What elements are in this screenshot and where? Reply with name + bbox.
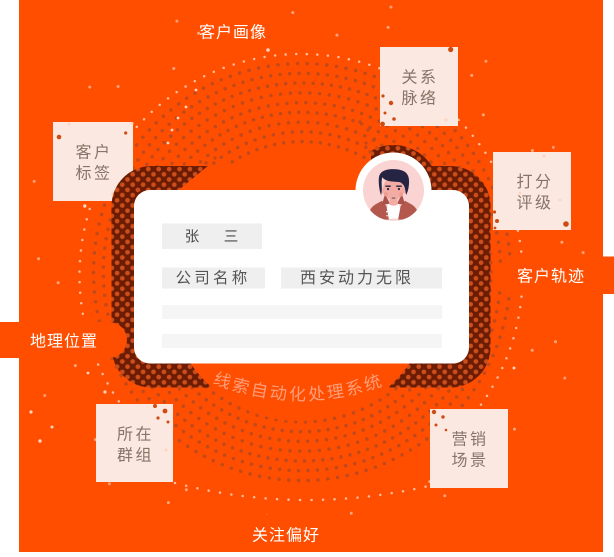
svg-text:标签: 标签 xyxy=(75,165,112,183)
svg-text:客户: 客户 xyxy=(75,144,112,162)
svg-text:评级: 评级 xyxy=(516,194,553,212)
svg-text:打分: 打分 xyxy=(516,173,553,191)
svg-text:地理位置: 地理位置 xyxy=(30,333,98,351)
svg-text:西安动力无限: 西安动力无限 xyxy=(300,269,414,287)
svg-text:关注偏好: 关注偏好 xyxy=(252,527,320,545)
svg-text:场景: 场景 xyxy=(451,452,488,470)
svg-text:客户轨迹: 客户轨迹 xyxy=(517,268,585,286)
svg-text:营销: 营销 xyxy=(451,431,488,449)
svg-text:张 三: 张 三 xyxy=(185,229,244,246)
svg-text:群组: 群组 xyxy=(117,447,154,465)
svg-text:所在: 所在 xyxy=(117,426,154,444)
svg-text:脉络: 脉络 xyxy=(401,89,438,108)
svg-text:客户画像: 客户画像 xyxy=(199,24,267,42)
svg-text:关系: 关系 xyxy=(401,69,438,87)
svg-text:公司名称: 公司名称 xyxy=(176,269,251,287)
